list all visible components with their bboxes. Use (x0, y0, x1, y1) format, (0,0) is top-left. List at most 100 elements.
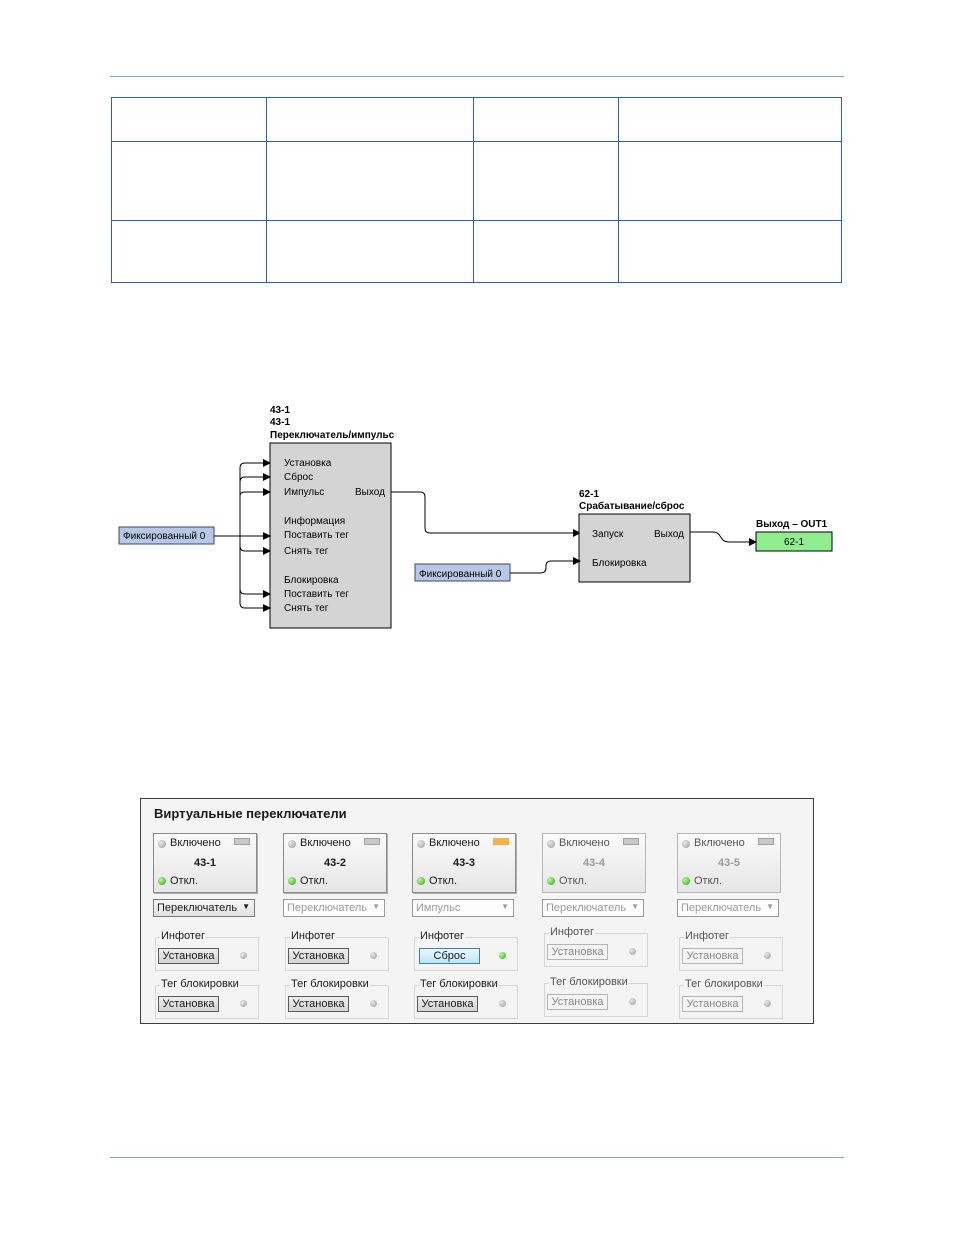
switch-43-1: Включено 43-1 Откл. Переключатель ▼ Инфо… (153, 833, 259, 1023)
output-value: 62-1 (784, 537, 804, 548)
lock-tag-group: Тег блокировки Установка (155, 978, 259, 1019)
block2-type: Срабатывание/сброс (579, 500, 685, 512)
mode-select[interactable]: Переключатель ▼ (153, 899, 255, 917)
on-led-icon (417, 840, 425, 848)
switch-43-5: Включено 43-5 Откл. Переключатель ▼ Инфо… (677, 833, 783, 1023)
state-indicator (758, 838, 774, 845)
switch-toggle[interactable]: Включено 43-5 Откл. (677, 833, 781, 893)
mode-select[interactable]: Переключатель ▼ (677, 899, 779, 917)
on-label: Включено (300, 837, 351, 849)
info-tag-button[interactable]: Установка (158, 948, 219, 964)
on-led-icon (682, 840, 690, 848)
port-lock-header: Блокировка (284, 575, 339, 586)
state-indicator (364, 838, 380, 845)
lock-tag-button[interactable]: Установка (158, 996, 219, 1012)
on-led-icon (158, 840, 166, 848)
info-tag-led-icon (370, 952, 377, 959)
chevron-down-icon: ▼ (631, 902, 639, 911)
mode-value: Переключатель (287, 902, 368, 914)
info-tag-button[interactable]: Сброс (419, 948, 480, 964)
state-indicator (493, 838, 509, 845)
state-indicator (234, 838, 250, 845)
block-43-1 (269, 442, 392, 629)
block1-label: 43-1 (270, 417, 290, 428)
output-title: Выход – OUT1 (756, 519, 828, 530)
info-tag-group: Инфотег Установка (544, 926, 648, 967)
lock-tag-group: Тег блокировки Установка (544, 976, 648, 1017)
switch-id: 43-3 (452, 857, 476, 869)
port-lock-clear: Снять тег (284, 603, 329, 614)
mode-select[interactable]: Переключатель ▼ (542, 899, 644, 917)
port-pulse: Импульс (284, 487, 324, 498)
off-label: Откл. (429, 875, 458, 887)
lock-tag-label: Тег блокировки (419, 978, 499, 990)
switch-toggle[interactable]: Включено 43-1 Откл. (153, 833, 257, 893)
lock-tag-group: Тег блокировки Установка (285, 978, 389, 1019)
switch-id: 43-2 (323, 857, 347, 869)
mode-value: Переключатель (546, 902, 627, 914)
info-tag-label: Инфотег (290, 930, 336, 942)
lock-tag-button[interactable]: Установка (288, 996, 349, 1012)
table-row (111, 220, 842, 283)
lock-tag-led-icon (499, 1000, 506, 1007)
info-tag-label: Инфотег (684, 930, 730, 942)
info-tag-button[interactable]: Установка (288, 948, 349, 964)
chevron-down-icon: ▼ (242, 902, 250, 911)
port-set: Установка (284, 458, 332, 469)
chevron-down-icon: ▼ (501, 902, 509, 911)
off-led-icon (158, 877, 166, 885)
lock-tag-label: Тег блокировки (160, 978, 240, 990)
off-label: Откл. (170, 875, 199, 887)
on-label: Включено (429, 837, 480, 849)
port-lock-set: Поставить тег (284, 589, 349, 600)
block1-type: Переключатель/импульс (270, 430, 395, 441)
switch-43-4: Включено 43-4 Откл. Переключатель ▼ Инфо… (542, 833, 648, 1023)
switch-id: 43-4 (582, 857, 606, 869)
info-tag-group: Инфотег Сброс (414, 930, 518, 971)
port-info-set: Поставить тег (284, 530, 349, 541)
block2-name: 62-1 (579, 489, 599, 500)
footer-rule (110, 1157, 844, 1158)
info-tag-button[interactable]: Установка (547, 944, 608, 960)
empty-table (111, 97, 842, 283)
lock-tag-label: Тег блокировки (290, 978, 370, 990)
info-tag-label: Инфотег (160, 930, 206, 942)
lock-tag-led-icon (764, 1000, 771, 1007)
port-info-header: Информация (284, 515, 345, 527)
lock-tag-button[interactable]: Установка (417, 996, 478, 1012)
off-led-icon (288, 877, 296, 885)
lock-tag-label: Тег блокировки (684, 978, 764, 990)
info-tag-led-icon (240, 952, 247, 959)
logic-diagram: 43-1 43-1 Переключатель/импульс Установк… (118, 405, 833, 629)
fixed-0-label-2: Фиксированный 0 (419, 569, 502, 580)
chevron-down-icon: ▼ (766, 902, 774, 911)
lock-tag-led-icon (240, 1000, 247, 1007)
lock-tag-button[interactable]: Установка (547, 994, 608, 1010)
switch-toggle[interactable]: Включено 43-2 Откл. (283, 833, 387, 893)
switch-toggle[interactable]: Включено 43-3 Откл. (412, 833, 516, 893)
info-tag-label: Инфотег (549, 926, 595, 938)
port-output-2: Выход (654, 529, 684, 540)
lock-tag-button[interactable]: Установка (682, 996, 743, 1012)
lock-tag-led-icon (370, 1000, 377, 1007)
port-info-clear: Снять тег (284, 546, 329, 557)
info-tag-group: Инфотег Установка (679, 930, 783, 971)
switch-toggle[interactable]: Включено 43-4 Откл. (542, 833, 646, 893)
switch-43-3: Включено 43-3 Откл. Импульс ▼ Инфотег Сб… (412, 833, 518, 1023)
fixed-0-label: Фиксированный 0 (123, 531, 206, 542)
lock-tag-led-icon (629, 998, 636, 1005)
info-tag-button[interactable]: Установка (682, 948, 743, 964)
header-rule (110, 76, 844, 77)
switch-id: 43-1 (193, 857, 217, 869)
mode-select[interactable]: Переключатель ▼ (283, 899, 385, 917)
info-tag-label: Инфотег (419, 930, 465, 942)
state-indicator (623, 838, 639, 845)
mode-select[interactable]: Импульс ▼ (412, 899, 514, 917)
lock-tag-group: Тег блокировки Установка (414, 978, 518, 1019)
info-tag-group: Инфотег Установка (155, 930, 259, 971)
switch-id: 43-5 (717, 857, 741, 869)
table-row (111, 141, 842, 221)
block1-name: 43-1 (270, 405, 290, 416)
mode-value: Переключатель (681, 902, 762, 914)
off-label: Откл. (300, 875, 329, 887)
